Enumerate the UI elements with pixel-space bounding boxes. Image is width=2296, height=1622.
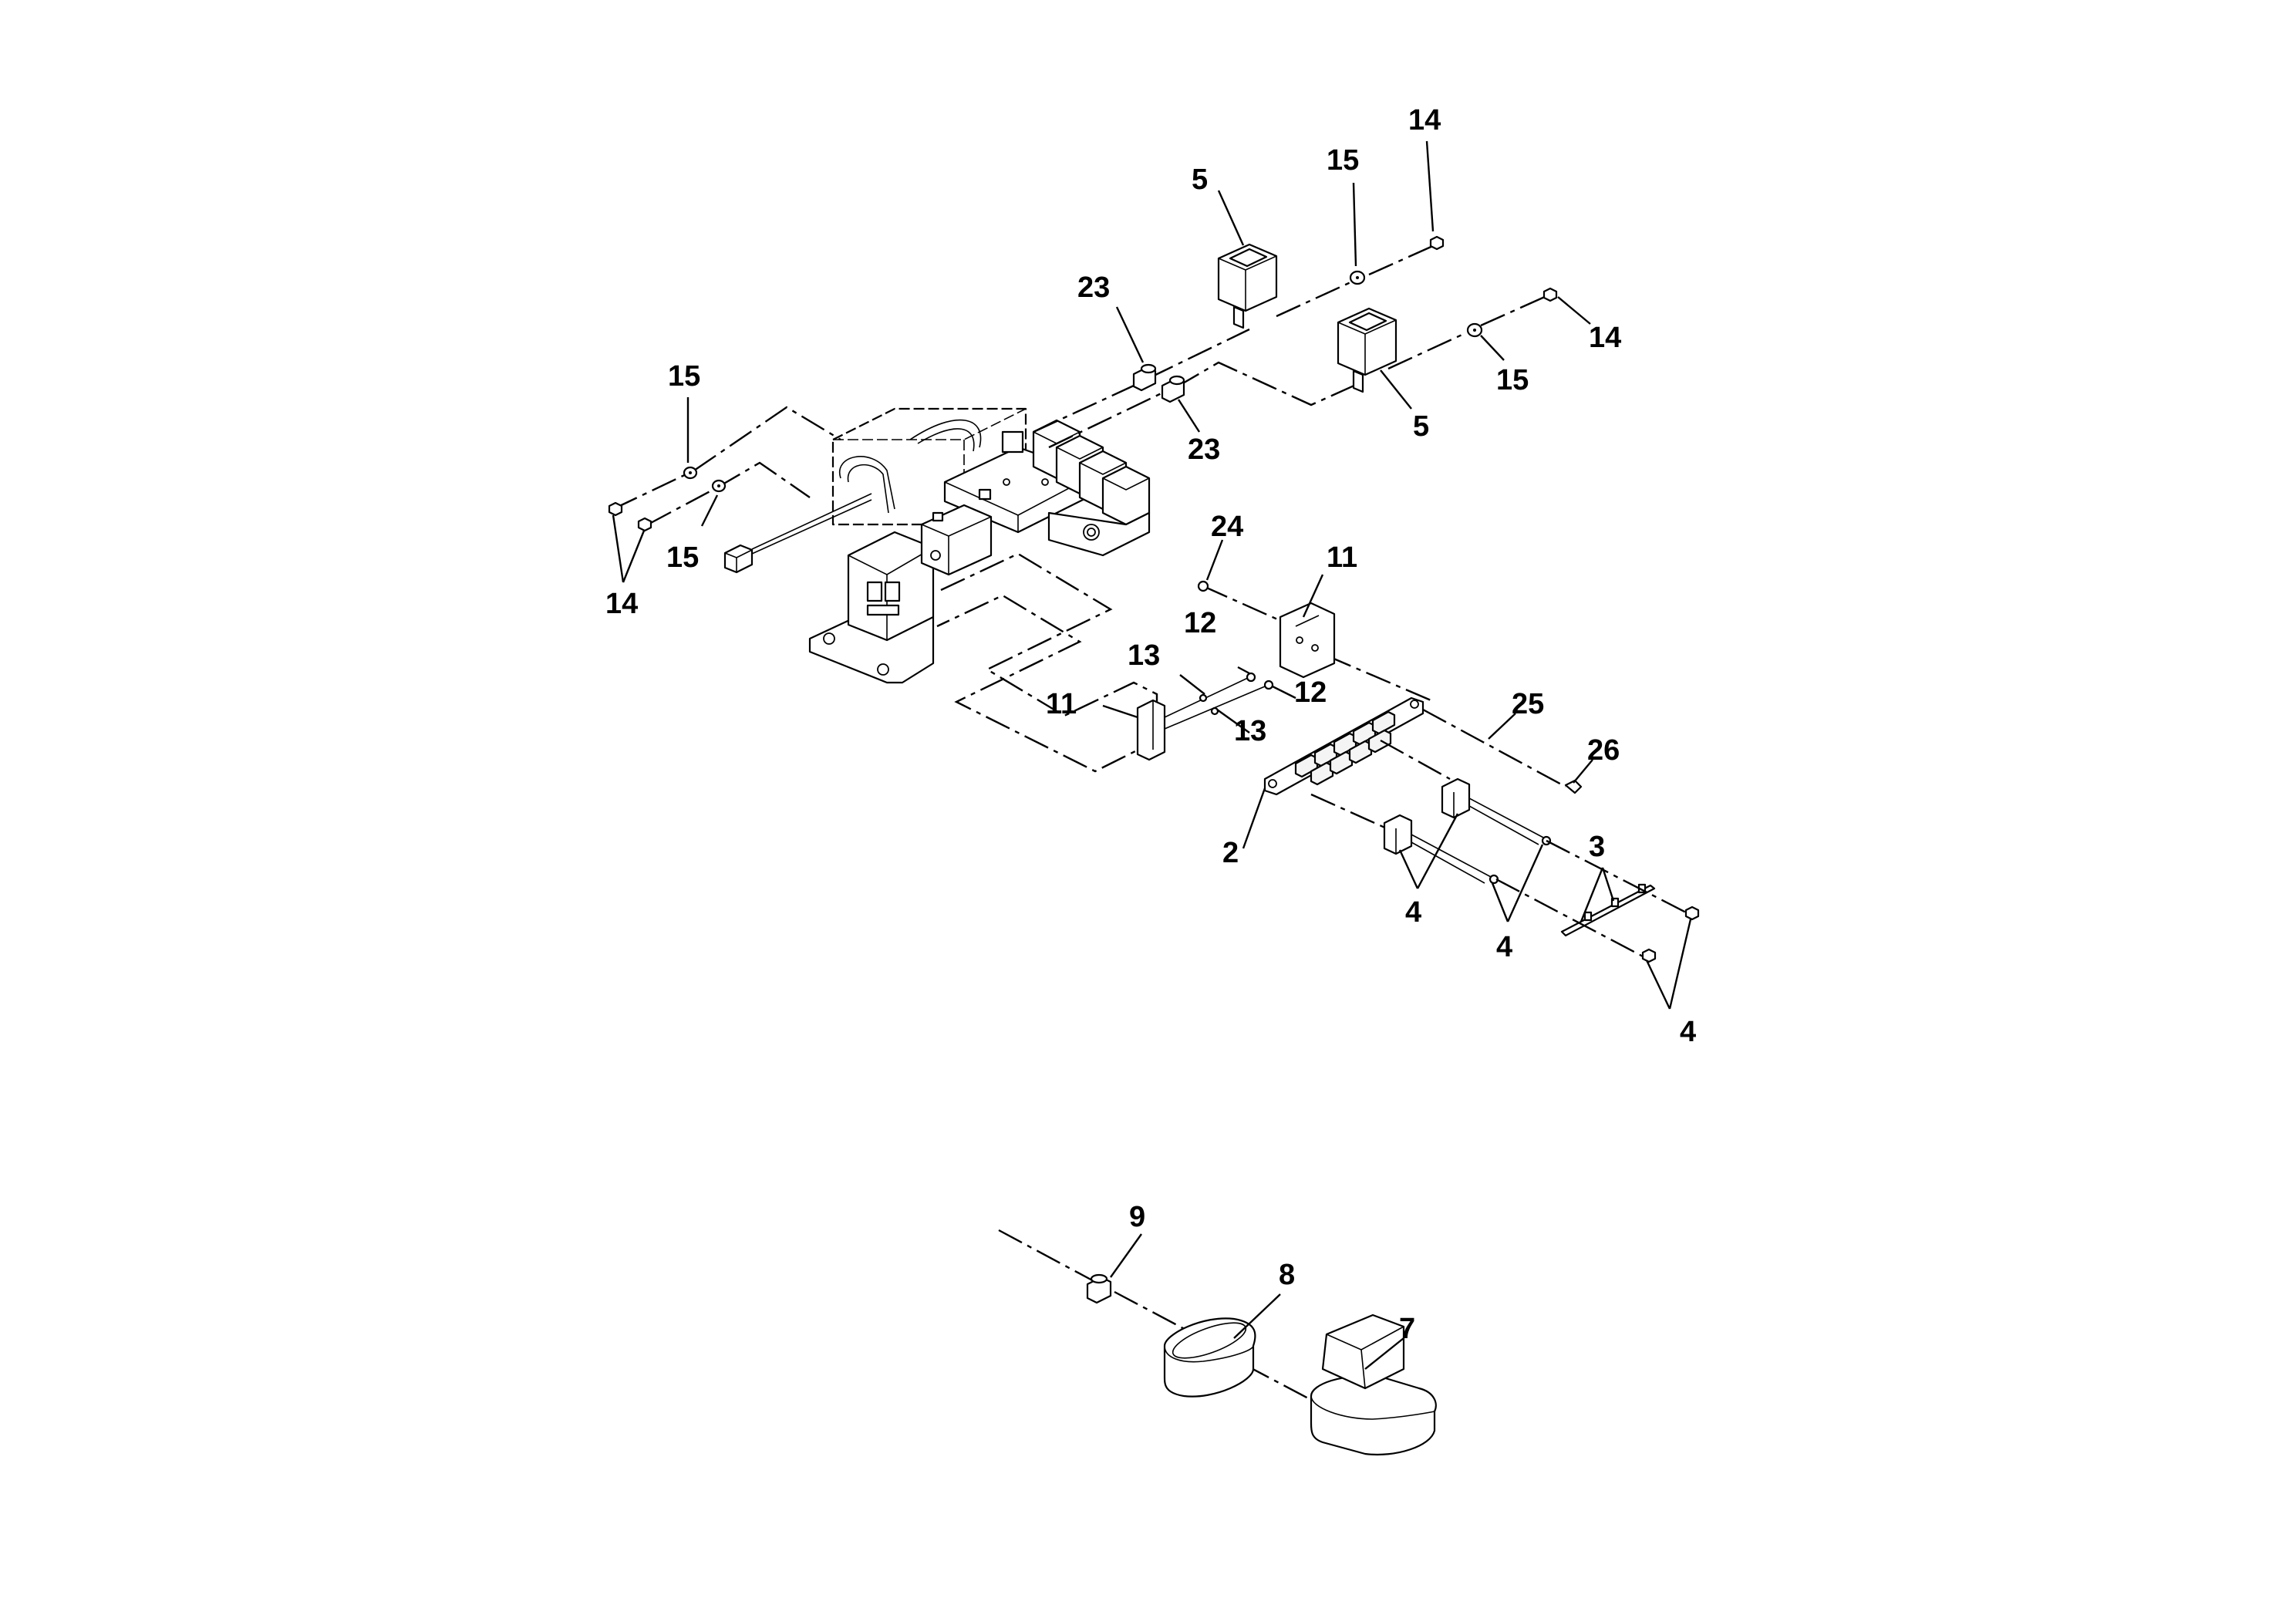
callout-13-a: 13 (1128, 639, 1160, 672)
control-box-assembly (723, 407, 1151, 684)
callout-14-top: 14 (1408, 104, 1441, 137)
callout-11-left: 11 (1046, 688, 1077, 720)
terminal-strip-assembly (1136, 580, 1583, 831)
callout-25: 25 (1512, 688, 1544, 720)
callout-7: 7 (1399, 1313, 1415, 1345)
lower-assembly (998, 1229, 1437, 1455)
callout-14-left: 14 (605, 588, 638, 620)
callout-14-right: 14 (1589, 322, 1621, 354)
callout-8: 8 (1279, 1259, 1295, 1291)
callout-24: 24 (1211, 511, 1243, 543)
harness-route (936, 552, 1158, 773)
terminal-blocks (1294, 710, 1396, 786)
callout-12-a: 12 (1184, 607, 1216, 639)
bracket-5-right (1337, 307, 1397, 393)
callout-labels: 14 15 5 23 14 15 5 23 15 15 14 24 11 12 … (605, 104, 1696, 1345)
callout-15-left: 15 (668, 360, 700, 393)
callout-3: 3 (1589, 831, 1605, 863)
callout-4-a: 4 (1405, 896, 1421, 929)
callout-9: 9 (1129, 1201, 1145, 1233)
plug-connector (723, 544, 754, 574)
leader-lines (612, 140, 1692, 1370)
callout-4-b: 4 (1496, 931, 1512, 963)
unit-7 (1310, 1313, 1437, 1455)
callout-12-b: 12 (1294, 676, 1327, 709)
connector-assembly-4 (1383, 777, 1700, 963)
callout-23-top: 23 (1077, 271, 1110, 304)
callout-13-b: 13 (1234, 715, 1266, 747)
callout-15-right: 15 (1496, 364, 1529, 396)
bracket-5-top (1217, 243, 1278, 329)
callout-23-mid: 23 (1188, 433, 1220, 466)
callout-5-top: 5 (1192, 164, 1208, 196)
callout-4-c: 4 (1680, 1016, 1696, 1048)
left-fasteners (608, 406, 841, 532)
upper-mounting (1033, 235, 1558, 449)
callout-15-top: 15 (1327, 144, 1359, 177)
callout-15-left-2: 15 (666, 541, 699, 574)
callout-26: 26 (1587, 734, 1620, 767)
ring-8 (1163, 1317, 1256, 1398)
callout-5-right: 5 (1413, 410, 1429, 443)
relay-cluster (1032, 419, 1151, 526)
callout-2: 2 (1222, 837, 1239, 869)
callout-11-top: 11 (1327, 541, 1357, 574)
